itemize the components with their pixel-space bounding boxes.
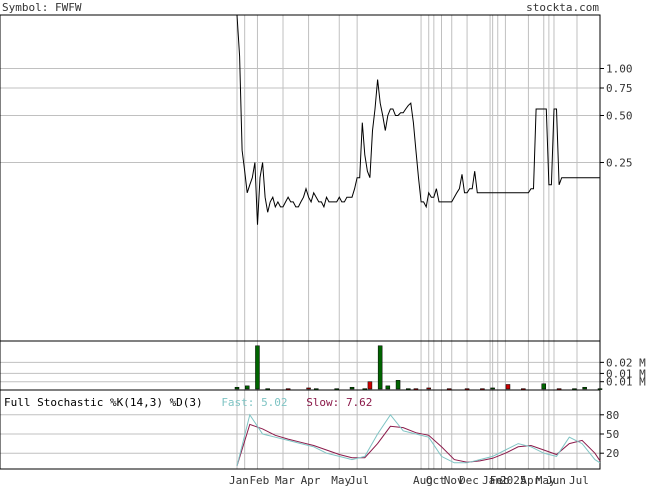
x-tick-label: Apr bbox=[520, 474, 540, 486]
price-panel-frame bbox=[0, 14, 601, 342]
volume-bar bbox=[285, 388, 291, 390]
x-tick-label: Apr bbox=[301, 474, 321, 486]
stoch-tick-label: 80 bbox=[606, 409, 619, 422]
volume-bar bbox=[556, 388, 562, 390]
volume-bar bbox=[505, 384, 511, 390]
volume-bar bbox=[265, 388, 270, 390]
volume-bar bbox=[490, 387, 495, 390]
stoch-fast-line bbox=[236, 413, 601, 467]
price-tick-label: 1.00 bbox=[606, 62, 633, 75]
site-label: stockta.com bbox=[526, 1, 599, 14]
x-tick-label: May bbox=[331, 474, 351, 486]
volume-tick-label: 0.02 M bbox=[606, 356, 646, 369]
volume-bar bbox=[385, 385, 391, 390]
volume-tick-label: 0.01 M bbox=[606, 367, 646, 380]
volume-bar bbox=[313, 388, 319, 390]
volume-bar bbox=[306, 387, 311, 390]
volume-y-axis: 0.02 M0.01 M0.01 M bbox=[600, 356, 646, 389]
x-tick-label: May bbox=[536, 474, 556, 486]
x-tick-label: Aug bbox=[413, 474, 433, 486]
price-tick-label: 0.25 bbox=[606, 157, 633, 170]
volume-bar bbox=[234, 386, 240, 390]
volume-bar bbox=[413, 388, 419, 390]
slow-value: 7.62 bbox=[345, 396, 373, 409]
volume-bar bbox=[541, 383, 547, 390]
volume-panel-frame bbox=[0, 340, 601, 391]
fast-value: 5.02 bbox=[261, 396, 288, 409]
volume-bar bbox=[597, 388, 603, 390]
volume-bars bbox=[234, 345, 603, 390]
price-gridlines bbox=[0, 15, 600, 341]
x-tick-label: Dec bbox=[459, 474, 479, 486]
x-tick-label: Jan bbox=[229, 474, 249, 486]
stochastic-title: Full Stochastic %K(14,3) %D(3) bbox=[4, 396, 203, 409]
price-line bbox=[236, 14, 600, 225]
x-tick-label: Feb bbox=[490, 474, 510, 486]
volume-bar bbox=[362, 388, 368, 390]
stoch-tick-label: 20 bbox=[606, 447, 619, 460]
stochastic-y-axis: 80 50 20 bbox=[600, 409, 619, 460]
volume-bar bbox=[464, 388, 470, 390]
price-y-axis: 1.00 0.75 0.50 0.25 bbox=[600, 62, 633, 170]
volume-bar bbox=[406, 388, 411, 390]
slow-label: Slow: bbox=[306, 396, 340, 409]
price-tick-label: 0.75 bbox=[606, 82, 633, 95]
x-tick-label: Jul bbox=[569, 474, 589, 486]
x-tick-label: Nov bbox=[444, 474, 464, 486]
volume-bar bbox=[446, 388, 452, 390]
x-tick-label: 2025 bbox=[500, 474, 526, 486]
volume-bar bbox=[521, 388, 526, 390]
volume-bar bbox=[582, 386, 587, 390]
stochastic-legend: Full Stochastic %K(14,3) %D(3) Fast: 5.0… bbox=[4, 396, 372, 409]
x-tick-label: Jan bbox=[482, 474, 502, 486]
symbol-label: Symbol: FWFW bbox=[2, 1, 82, 14]
volume-bar bbox=[377, 345, 383, 390]
volume-bar bbox=[572, 388, 577, 390]
stoch-slow-line bbox=[236, 423, 601, 467]
volume-bar bbox=[395, 380, 401, 390]
x-tick-label: Jun bbox=[546, 474, 566, 486]
volume-gridlines bbox=[0, 341, 600, 390]
stoch-tick-label: 50 bbox=[606, 428, 619, 441]
volume-bar bbox=[426, 387, 431, 390]
x-tick-label: Mar bbox=[275, 474, 295, 486]
volume-bar bbox=[480, 388, 485, 390]
stochastic-panel-frame bbox=[0, 389, 601, 470]
volume-bar bbox=[349, 386, 355, 390]
x-tick-label: Feb bbox=[249, 474, 269, 486]
volume-bar bbox=[255, 345, 260, 390]
x-tick-label: Oct bbox=[426, 474, 446, 486]
volume-bar bbox=[367, 381, 373, 390]
stochastic-gridlines bbox=[0, 390, 600, 469]
volume-tick-label: 0.01 M bbox=[606, 376, 646, 389]
volume-bar bbox=[244, 385, 250, 390]
x-tick-label: Jul bbox=[349, 474, 369, 486]
volume-bar bbox=[334, 388, 339, 390]
fast-label: Fast: bbox=[221, 396, 255, 409]
price-tick-label: 0.50 bbox=[606, 110, 633, 123]
